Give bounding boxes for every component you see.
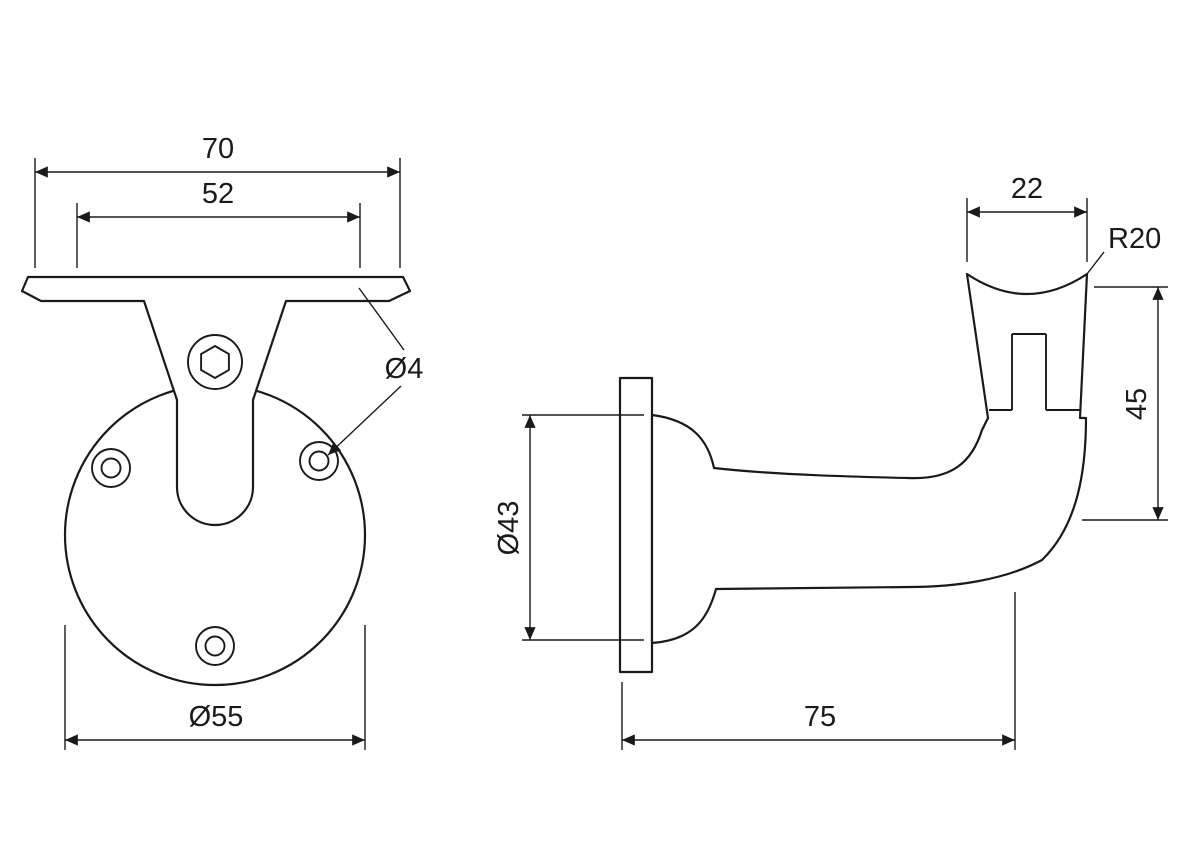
dim-top-width: 70 (34, 133, 401, 268)
wall-plate-side (618, 376, 654, 674)
callout-cup-radius: R20 (1086, 223, 1161, 275)
hole-outer-circle (299, 441, 339, 481)
bracket-body-outline (650, 272, 1089, 645)
dim-plate-diameter: Ø55 (64, 625, 366, 750)
screw-hole-bottom (195, 626, 235, 666)
screw-head-circle (187, 334, 243, 390)
hole-inner-circle (308, 450, 330, 472)
screw-hole-right (299, 441, 339, 481)
dim-cup-width: 22 (966, 173, 1088, 262)
dim-flange-diameter: Ø43 (493, 414, 644, 641)
leader-line (327, 385, 402, 456)
front-view: 70 52 Ø4 Ø55 (20, 133, 424, 750)
hole-inner-circle (204, 635, 226, 657)
dim-label-height: 45 (1121, 388, 1153, 420)
dim-saddle-width: 52 (76, 178, 361, 268)
dim-label-depth: 75 (804, 701, 836, 733)
dim-label-top-width: 70 (202, 133, 234, 165)
hex-socket-icon (200, 344, 230, 380)
dim-label-saddle-width: 52 (202, 178, 234, 210)
dim-height: 45 (1082, 286, 1168, 521)
saddle-and-stem-outline (20, 275, 412, 527)
callout-hole-diameter: Ø4 (327, 287, 424, 456)
leader-line (1086, 251, 1105, 275)
dim-label-plate-diameter: Ø55 (189, 701, 244, 733)
dim-label-flange-diameter: Ø43 (493, 501, 525, 556)
hole-inner-circle (100, 457, 122, 479)
dim-label-cup-radius: R20 (1108, 223, 1161, 255)
hole-outer-circle (195, 626, 235, 666)
side-view: 22 R20 45 Ø43 (493, 173, 1168, 750)
leader-line (358, 287, 405, 351)
dim-depth: 75 (621, 592, 1016, 750)
center-hex-screw (187, 334, 243, 390)
dim-label-hole-diameter: Ø4 (385, 353, 424, 385)
screw-hole-left (91, 448, 131, 488)
hole-outer-circle (91, 448, 131, 488)
dim-label-cup-width: 22 (1011, 173, 1043, 205)
saddle-slot-detail (989, 333, 1080, 411)
